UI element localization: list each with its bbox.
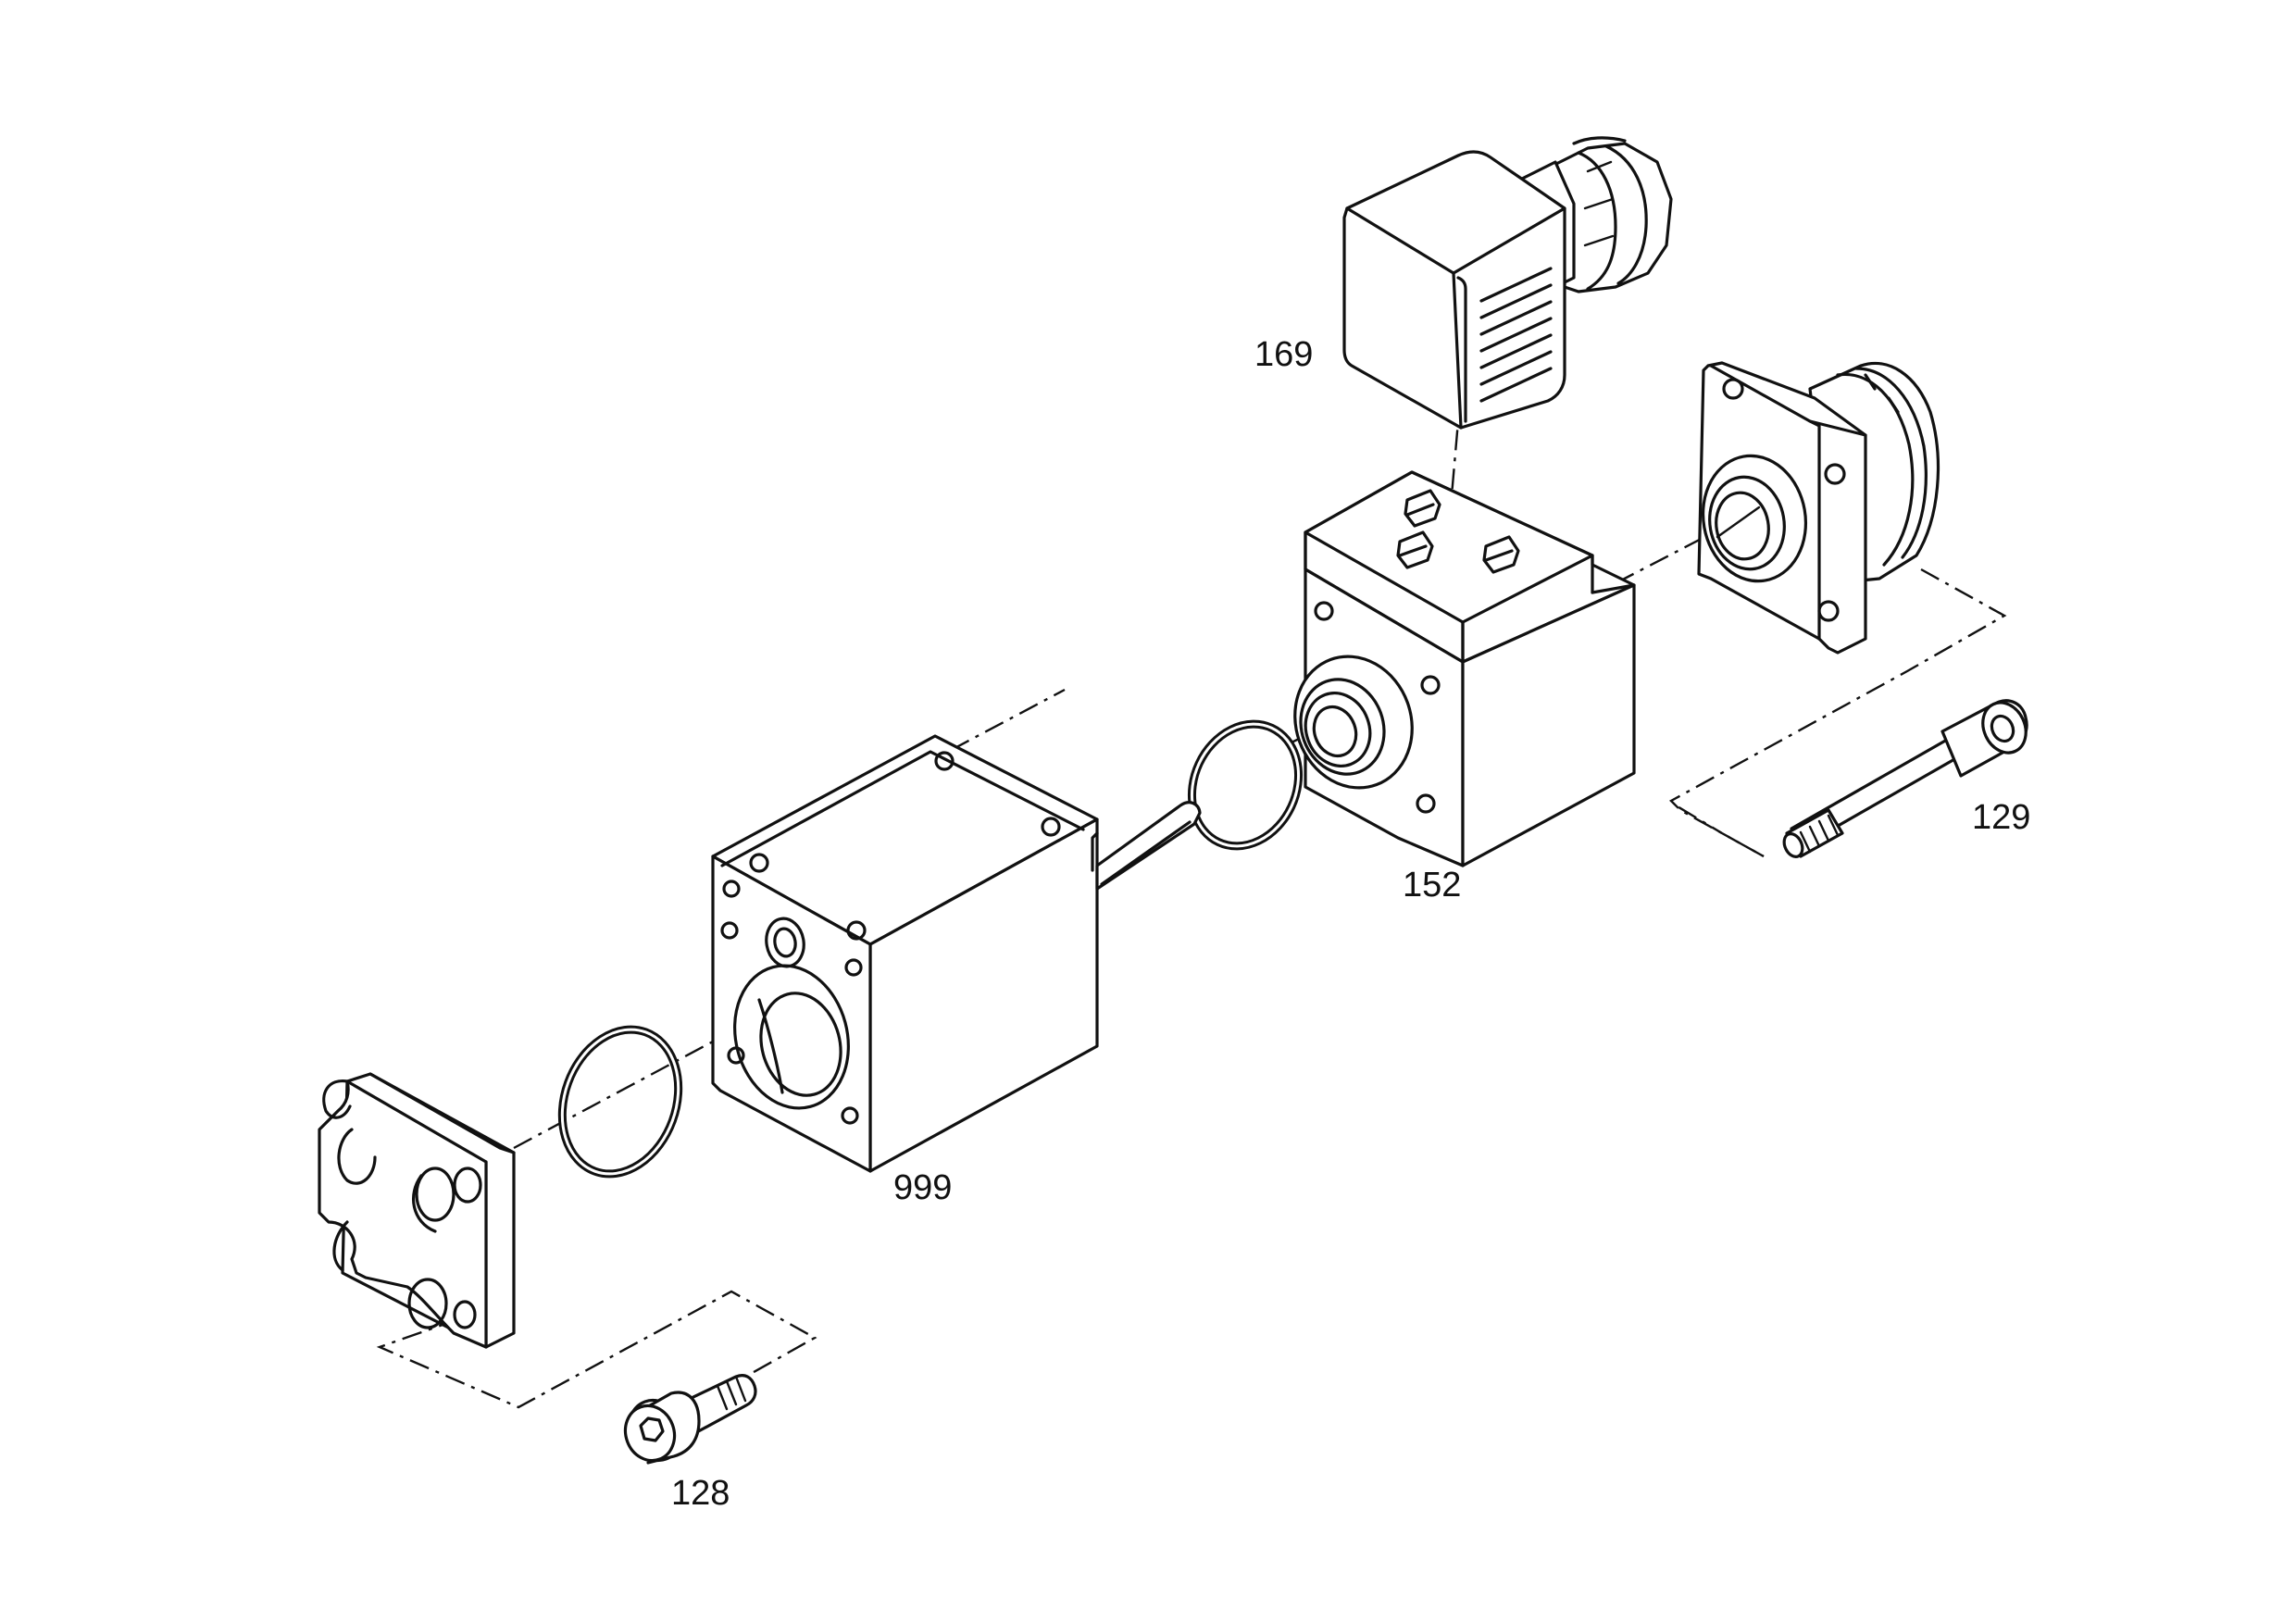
plug-connector-169: [1342, 136, 1673, 430]
callout-152: 152: [1403, 866, 1461, 905]
o-ring-upper: [1187, 719, 1304, 851]
grille-slots: [1479, 267, 1553, 403]
left-end-cap: [318, 1072, 516, 1349]
cap-screw-128: [623, 1374, 757, 1465]
right-end-flange: [1697, 361, 1940, 655]
callout-999: 999: [893, 1168, 952, 1207]
valve-body-999: [711, 734, 1202, 1173]
o-ring-lower: [557, 1025, 683, 1179]
callout-129: 129: [1972, 798, 2030, 837]
cap-screw-129: [1782, 699, 2028, 858]
coil-body-152: [1293, 470, 1636, 867]
callout-169: 169: [1254, 335, 1313, 374]
callout-labels: 169 152 129 999 128: [671, 335, 2030, 1513]
callout-128: 128: [671, 1474, 730, 1513]
